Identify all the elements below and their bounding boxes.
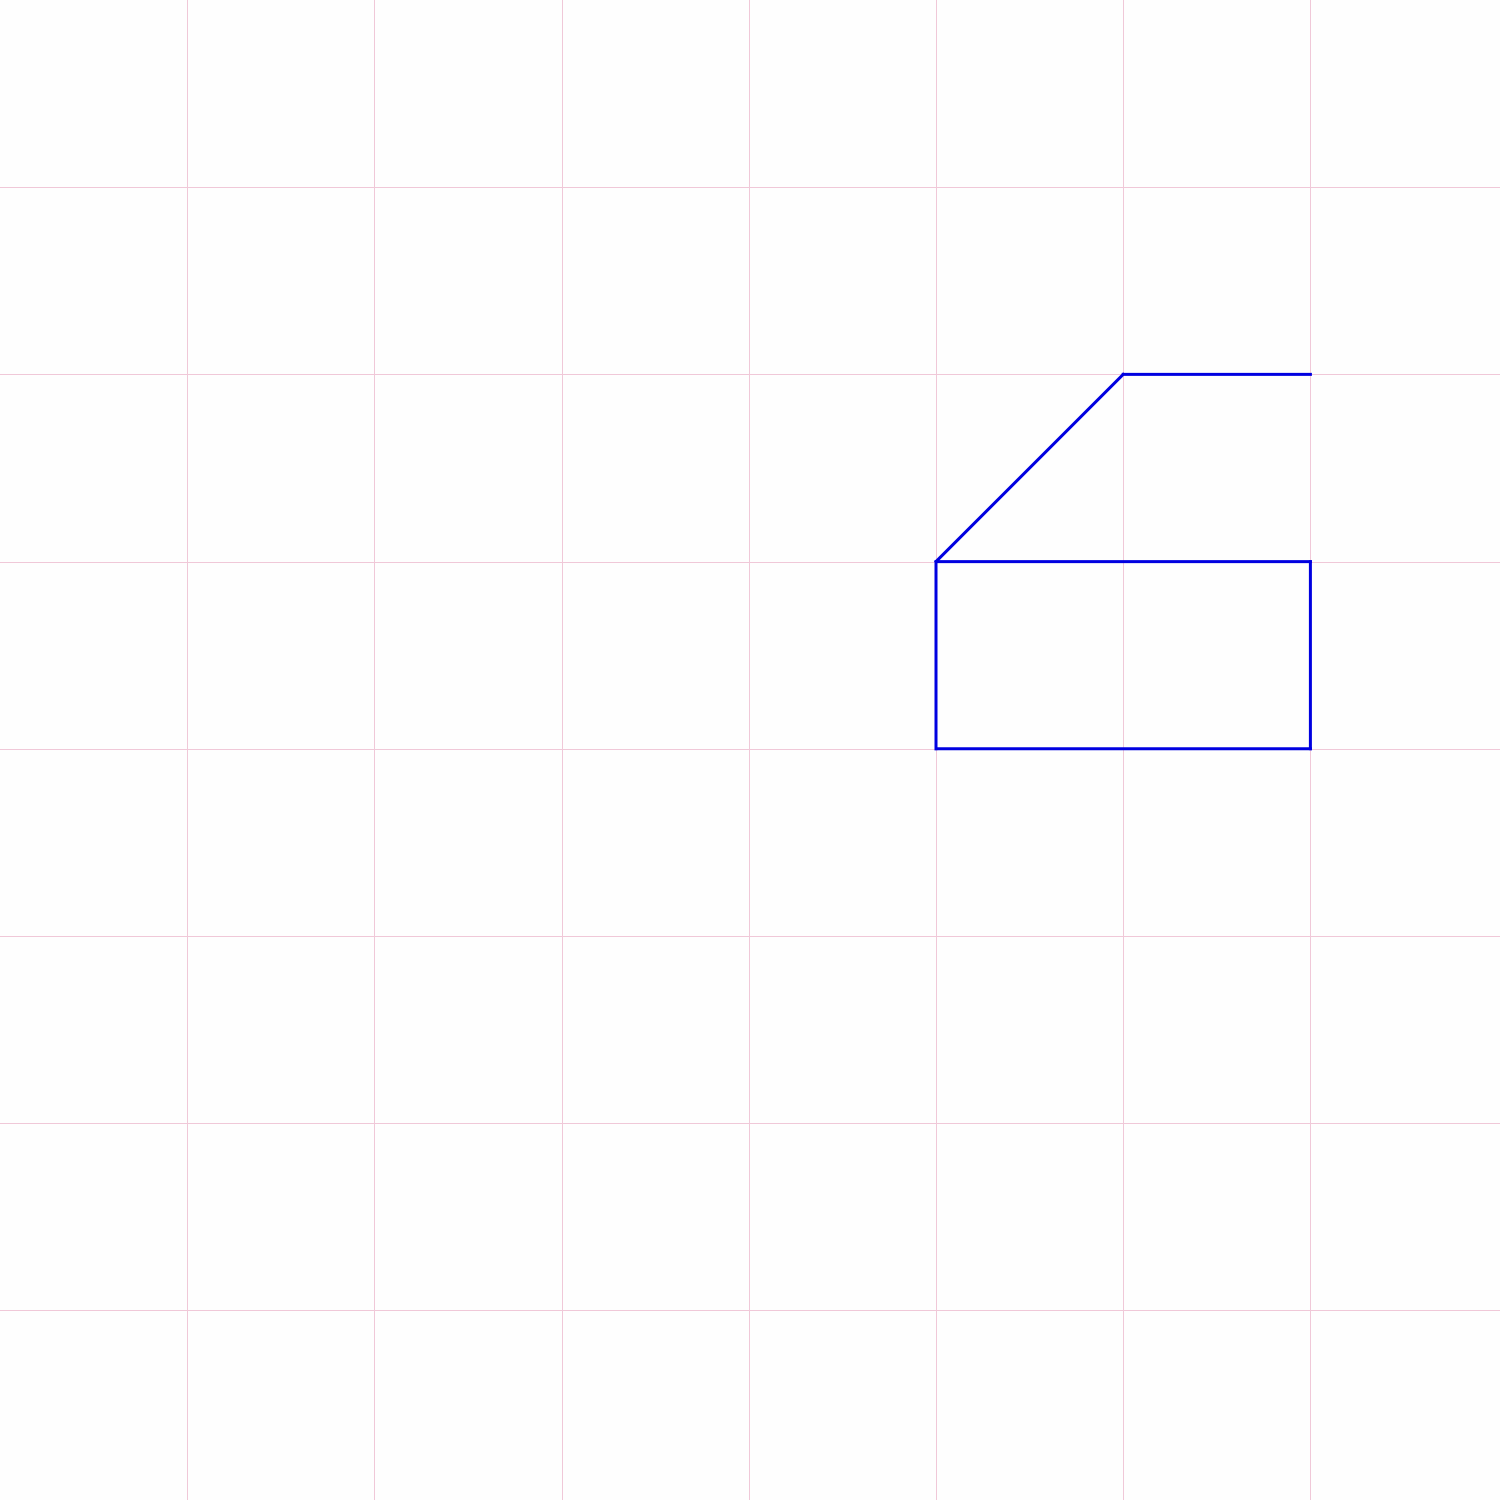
- blue-shape: [933, 372, 1312, 751]
- shape-edge: [933, 372, 1126, 564]
